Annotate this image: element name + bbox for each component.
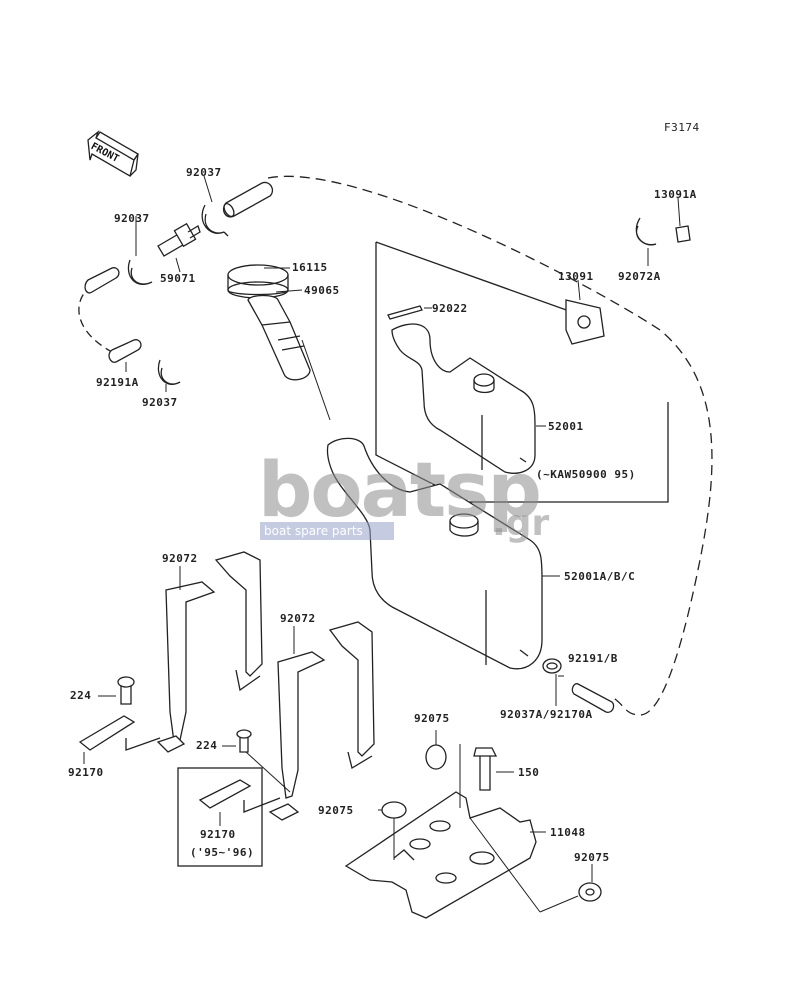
label-92072-left: 92072 (162, 552, 198, 565)
label-92037-bottom: 92037 (142, 396, 178, 409)
bolt-150 (473, 747, 498, 791)
label-92072a: 92072A (618, 270, 661, 283)
label-224-left: 224 (70, 689, 92, 702)
label-52001: 52001 (548, 420, 584, 433)
hose-route-line-left (78, 284, 113, 353)
strap-92170-left (78, 715, 136, 751)
watermark-brand: boatsp (258, 445, 542, 534)
washer-92075-right (578, 882, 602, 902)
washer-92075-mid (381, 801, 407, 819)
strap-92170-right (198, 779, 252, 809)
front-arrow-icon (87, 130, 139, 177)
hose-route-line (267, 175, 713, 716)
label-92170-right: 92170 (200, 828, 236, 841)
label-92072-right: 92072 (280, 612, 316, 625)
base-plate-11048 (344, 791, 537, 919)
inset-box-years (177, 767, 263, 867)
label-92075-top: 92075 (414, 712, 450, 725)
label-92037-left: 92037 (114, 212, 150, 225)
figure-code: F3174 (664, 121, 700, 134)
bolt-224-left (117, 676, 135, 705)
label-92075-right: 92075 (574, 851, 610, 864)
fuel-tank-52001abc (326, 437, 543, 670)
label-16115: 16115 (292, 261, 328, 274)
bolt-224-right (236, 729, 252, 753)
washer-92075-top (425, 744, 447, 770)
filler-neck-49065 (247, 294, 311, 381)
hose-92191a (108, 339, 142, 363)
clip-92022 (387, 305, 423, 320)
label-kaw-range: (~KAW50900 95) (536, 468, 636, 481)
isolator-13091 (565, 299, 605, 345)
hose-92191b (571, 683, 615, 713)
watermark-tagline: boat spare parts (260, 522, 394, 540)
label-150: 150 (518, 766, 540, 779)
label-11048: 11048 (550, 826, 586, 839)
clamp-92037-left (127, 259, 153, 285)
fuel-tank-52001 (391, 323, 536, 474)
clamp-92037-bottom (157, 359, 181, 385)
label-52001abc: 52001A/B/C (564, 570, 636, 583)
label-92037-top: 92037 (186, 166, 222, 179)
clamp-92072a (635, 217, 657, 246)
hose-top (222, 181, 274, 218)
label-13091: 13091 (558, 270, 594, 283)
bracket-92072-right (277, 621, 375, 799)
bracket-92072-left (165, 551, 263, 743)
hose-short-left (84, 267, 120, 294)
label-92191b: 92191/B (568, 652, 618, 665)
label-13091a: 13091A (654, 188, 697, 201)
clamp-92037-top (201, 204, 229, 237)
filler-cap-16115 (227, 264, 289, 299)
fitting-59071 (157, 222, 201, 257)
part-13091a (675, 225, 691, 243)
label-92037a-92170a: 92037A/92170A (500, 708, 593, 721)
label-224-right: 224 (196, 739, 218, 752)
watermark-tld: .gr (492, 503, 550, 544)
label-92022: 92022 (432, 302, 468, 315)
label-59071: 59071 (160, 272, 196, 285)
label-92170-left: 92170 (68, 766, 104, 779)
label-years: ('95~'96) (190, 846, 255, 859)
clamp-92037a (542, 658, 562, 674)
label-49065: 49065 (304, 284, 340, 297)
label-92191a: 92191A (96, 376, 139, 389)
label-92075-mid: 92075 (318, 804, 354, 817)
